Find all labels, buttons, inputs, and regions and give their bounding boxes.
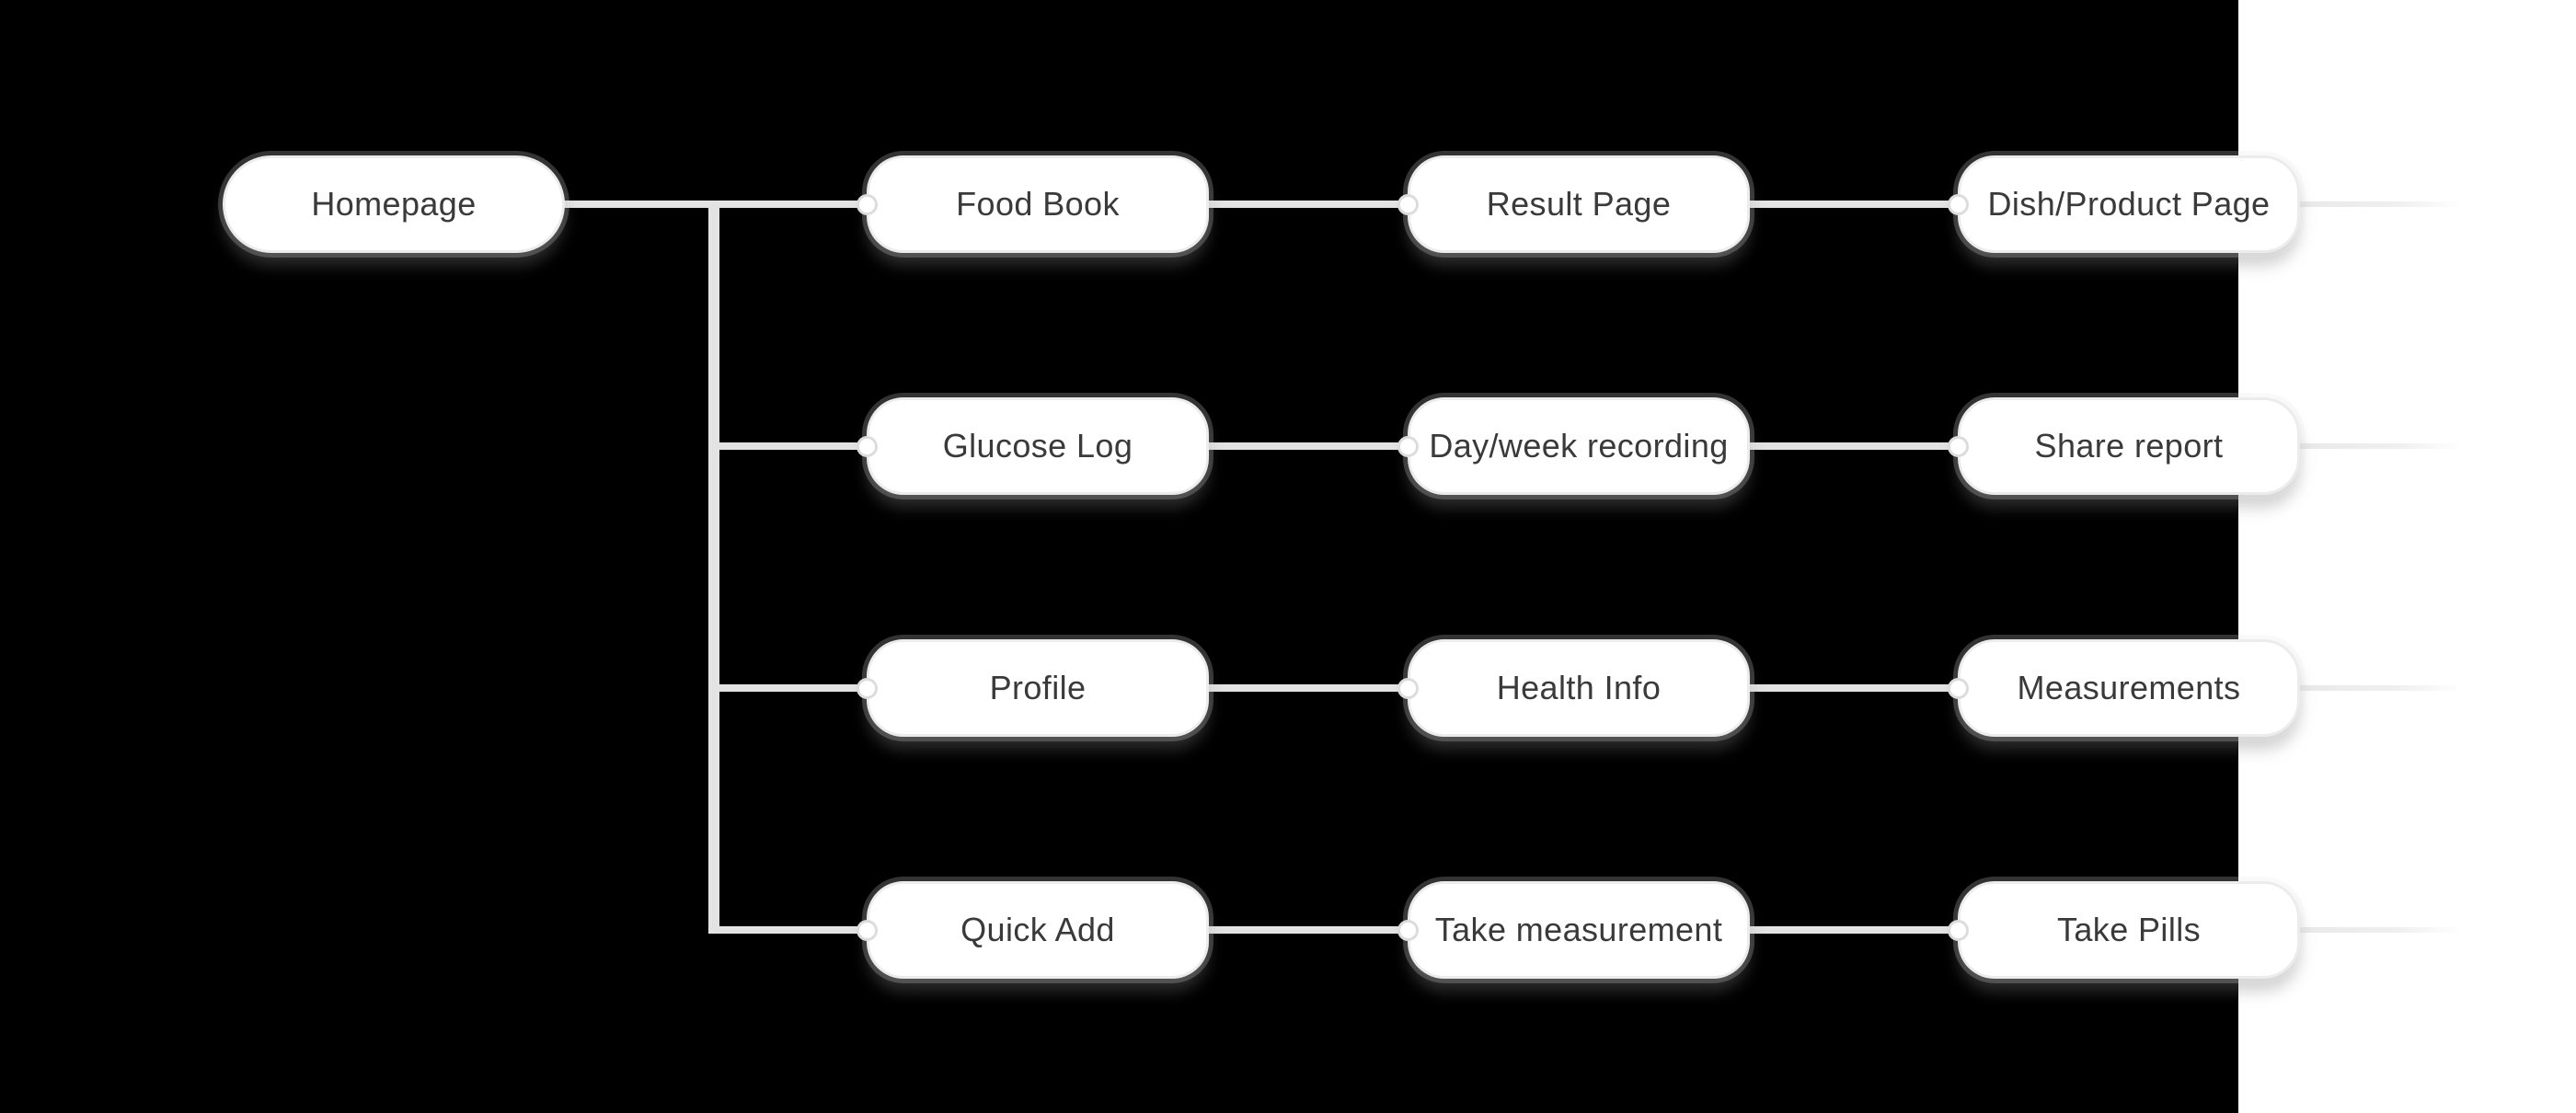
edge-trunk-vertical bbox=[708, 201, 719, 934]
edge-profile-to-healthinfo bbox=[1203, 684, 1415, 692]
connector-dot bbox=[857, 920, 878, 941]
connector-dot bbox=[1397, 678, 1419, 699]
node-quick-add[interactable]: Quick Add bbox=[867, 881, 1209, 979]
connector-dot bbox=[1397, 920, 1419, 941]
edge-trunk-to-quickadd bbox=[708, 926, 869, 934]
node-food-book[interactable]: Food Book bbox=[867, 155, 1209, 253]
node-take-measurement[interactable]: Take measurement bbox=[1408, 881, 1750, 979]
connector-dot bbox=[1397, 436, 1419, 457]
node-label: Result Page bbox=[1486, 185, 1672, 223]
node-glucose-log[interactable]: Glucose Log bbox=[867, 397, 1209, 495]
node-result-page[interactable]: Result Page bbox=[1408, 155, 1750, 253]
node-share-report[interactable]: Share report bbox=[1958, 397, 2300, 495]
edge-takepills-faded-right bbox=[2298, 927, 2462, 933]
node-label: Take Pills bbox=[2056, 911, 2202, 948]
connector-dot bbox=[1948, 920, 1969, 941]
edge-resultpage-to-dishproduct bbox=[1744, 201, 1965, 208]
edge-healthinfo-to-measurements bbox=[1744, 684, 1965, 692]
node-label: Dish/Product Page bbox=[1987, 185, 2271, 223]
edge-quickadd-to-takemeasurement bbox=[1203, 926, 1415, 934]
node-label: Measurements bbox=[2017, 669, 2241, 706]
node-measurements[interactable]: Measurements bbox=[1958, 639, 2300, 737]
connector-dot bbox=[1397, 194, 1419, 215]
edge-foodbook-to-resultpage bbox=[1203, 201, 1415, 208]
node-homepage[interactable]: Homepage bbox=[223, 155, 565, 253]
edge-trunk-to-profile bbox=[708, 684, 869, 692]
node-label: Profile bbox=[989, 669, 1087, 706]
edge-sharereport-faded-right bbox=[2298, 443, 2462, 449]
edge-measurements-faded-right bbox=[2298, 685, 2462, 691]
connector-dot bbox=[1948, 678, 1969, 699]
node-label: Day/week recording bbox=[1429, 427, 1729, 465]
node-label: Quick Add bbox=[960, 911, 1115, 948]
node-label: Share report bbox=[2034, 427, 2224, 465]
connector-dot bbox=[857, 678, 878, 699]
node-health-info[interactable]: Health Info bbox=[1408, 639, 1750, 737]
edge-trunk-to-glucoselog bbox=[708, 442, 869, 450]
node-label: Health Info bbox=[1496, 669, 1662, 706]
node-label: Food Book bbox=[956, 185, 1120, 223]
node-label: Glucose Log bbox=[942, 427, 1133, 465]
edge-recording-to-sharereport bbox=[1744, 442, 1965, 450]
node-label: Take measurement bbox=[1434, 911, 1723, 948]
connector-dot bbox=[857, 194, 878, 215]
connector-dot bbox=[857, 436, 878, 457]
node-dish-product-page[interactable]: Dish/Product Page bbox=[1958, 155, 2300, 253]
edge-takemeasurement-to-takepills bbox=[1744, 926, 1965, 934]
connector-dot bbox=[1948, 436, 1969, 457]
edge-glucoselog-to-recording bbox=[1203, 442, 1415, 450]
node-label: Homepage bbox=[311, 185, 477, 223]
edge-dishproduct-faded-right bbox=[2298, 201, 2462, 207]
node-day-week-recording[interactable]: Day/week recording bbox=[1408, 397, 1750, 495]
node-profile[interactable]: Profile bbox=[867, 639, 1209, 737]
connector-dot bbox=[1948, 194, 1969, 215]
node-take-pills[interactable]: Take Pills bbox=[1958, 881, 2300, 979]
